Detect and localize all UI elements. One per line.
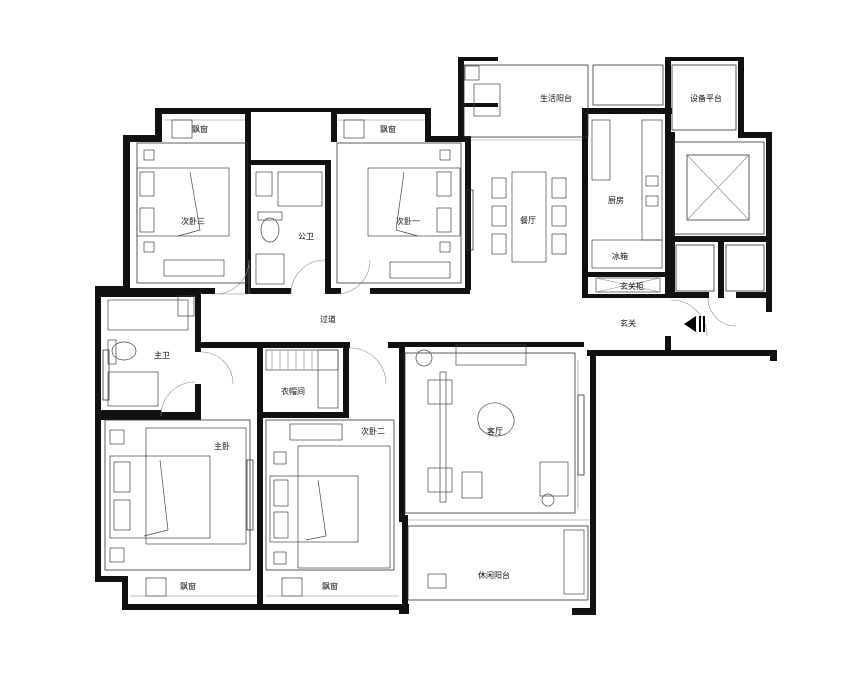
label-equipment-platform: 设备平台	[690, 93, 722, 103]
room-labels: 飘窗 次卧三 公卫 飘窗 次卧一 生活阳台 设备平台 餐厅 厨房 冰箱 玄关柜 …	[154, 93, 722, 591]
entry-arrow-icon	[684, 316, 696, 332]
label-second-bedroom-two: 次卧二	[361, 426, 385, 436]
furniture	[107, 65, 663, 597]
label-service-balcony: 生活阳台	[540, 93, 572, 103]
label-wardrobe-room: 衣帽间	[281, 386, 305, 396]
label-bay-window-left-bottom: 飘窗	[180, 581, 196, 591]
label-master-bath: 主卫	[154, 350, 170, 360]
label-living-room: 客厅	[487, 426, 503, 436]
label-bay-window-mid-bottom: 飘窗	[322, 581, 338, 591]
label-public-bath: 公卫	[298, 232, 314, 241]
label-master-bedroom: 主卧	[214, 441, 230, 451]
label-kitchen: 厨房	[608, 195, 624, 205]
toilet-icon	[111, 341, 137, 361]
label-shoe-cabinet: 玄关柜	[620, 281, 644, 291]
bed-icon	[136, 167, 230, 237]
exterior-walls	[95, 57, 777, 615]
window-frames	[102, 64, 765, 601]
dining-table-icon	[511, 171, 547, 263]
door-swings	[160, 259, 737, 417]
bed-icon	[109, 455, 211, 539]
bed-icon	[367, 167, 461, 237]
bed-icon	[269, 475, 359, 543]
label-bay-window-mid-top: 飘窗	[380, 124, 396, 134]
label-corridor: 过道	[320, 314, 336, 324]
label-dining: 餐厅	[520, 216, 536, 225]
toilet-icon	[260, 217, 280, 243]
sofa-icon	[455, 344, 527, 366]
interior-walls	[101, 160, 668, 610]
label-bay-window-left-top: 飘窗	[192, 124, 208, 134]
label-second-bedroom-one: 次卧一	[396, 216, 420, 226]
label-leisure-balcony: 休闲阳台	[478, 570, 510, 580]
label-second-bedroom-three: 次卧三	[181, 216, 205, 226]
label-fridge: 冰箱	[612, 251, 628, 261]
label-foyer: 玄关	[620, 318, 636, 328]
